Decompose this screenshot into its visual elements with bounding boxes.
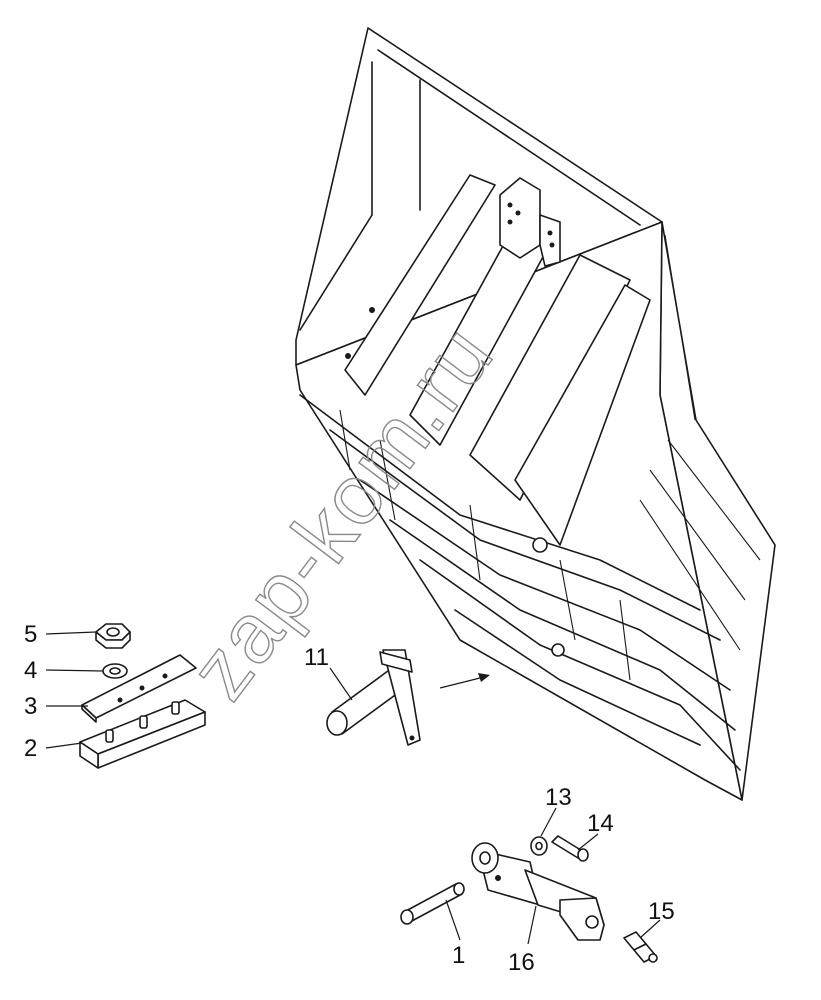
callout-4: 4 — [24, 657, 37, 684]
part-15-grease-fitting — [623, 931, 658, 963]
part-4-lock-washer — [102, 663, 128, 679]
part-11-pin — [326, 649, 421, 746]
callout-15: 15 — [648, 898, 675, 925]
callout-3: 3 — [24, 693, 37, 720]
part-14-cotter-pin — [551, 835, 589, 862]
part-1-pin — [400, 882, 465, 925]
callout-14: 14 — [587, 810, 614, 837]
callout-16: 16 — [508, 949, 535, 976]
part-13-washer — [530, 836, 548, 856]
callout-1: 1 — [452, 942, 465, 969]
callout-2: 2 — [24, 735, 37, 762]
leader-lines — [45, 631, 661, 945]
blade-frame-assembly — [295, 27, 776, 801]
callout-11: 11 — [304, 644, 329, 671]
direction-arrow — [439, 673, 490, 689]
part-2-block — [79, 699, 206, 769]
callout-5: 5 — [24, 621, 37, 648]
part-5-hex-nut — [95, 623, 131, 649]
callout-13: 13 — [545, 784, 572, 811]
part-3-plate — [81, 654, 197, 723]
part-16-shaft — [471, 842, 605, 941]
